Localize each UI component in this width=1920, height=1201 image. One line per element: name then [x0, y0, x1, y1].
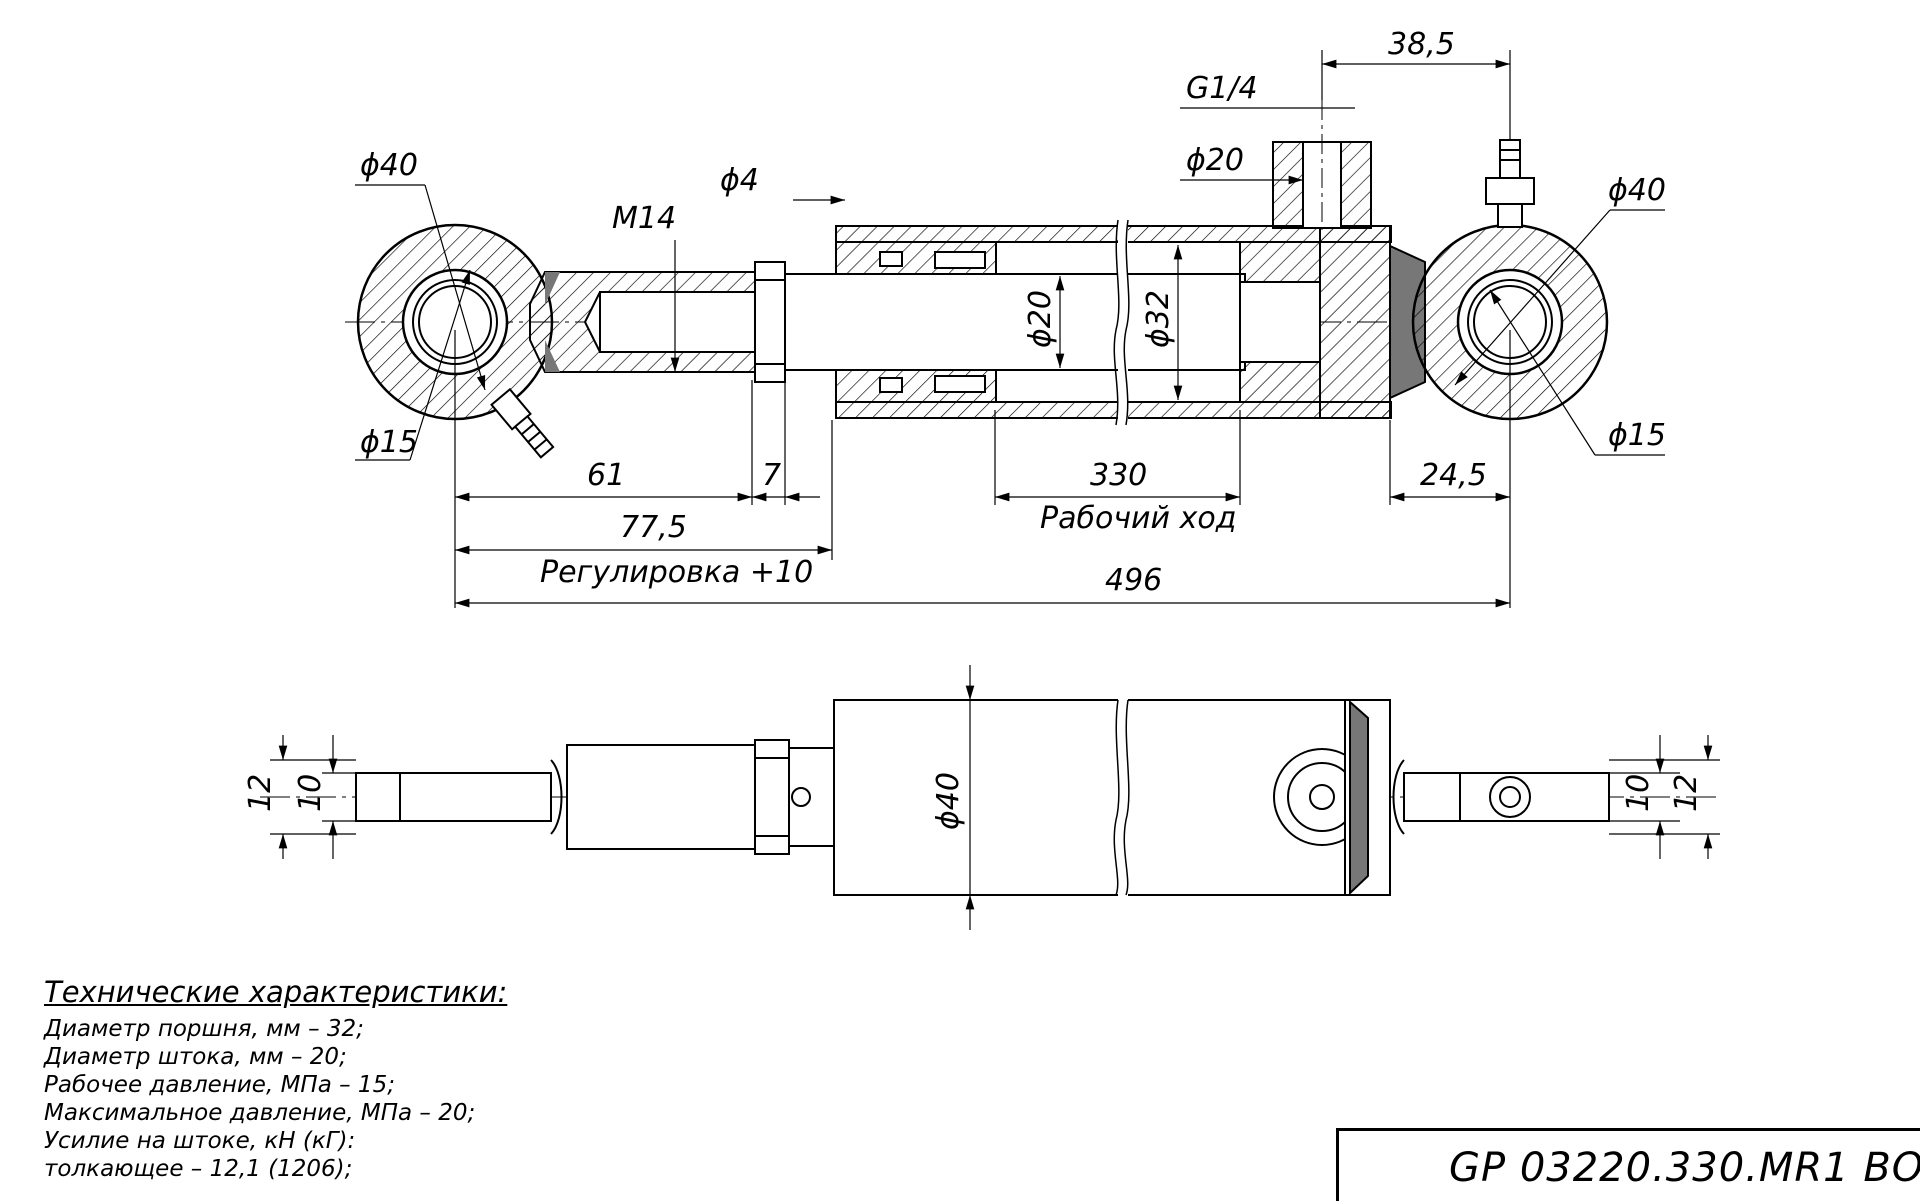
dim-d20-rod: ϕ20 — [1023, 290, 1058, 348]
dim-38-5: 38,5 — [1388, 27, 1455, 62]
section-view — [345, 100, 1609, 459]
dim-496: 496 — [1105, 563, 1162, 598]
lock-nut — [754, 261, 786, 383]
dim-g14: G1/4 — [1186, 71, 1258, 106]
dim-61: 61 — [587, 458, 625, 493]
dimension-lines-bottom — [270, 665, 1720, 930]
dim-d15-left: ϕ15 — [360, 425, 418, 460]
cylinder-barrel — [835, 220, 1392, 425]
spec-line: Рабочее давление, МПа – 15; — [44, 1072, 395, 1098]
plan-barrel — [833, 699, 1391, 896]
spec-line: Диаметр штока, мм – 20; — [44, 1044, 347, 1070]
spec-line: толкающее – 12,1 (1206); — [44, 1156, 353, 1182]
dimension-texts-bottom: 12 10 10 12 ϕ40 — [243, 772, 1704, 830]
dim-d20-port: ϕ20 — [1186, 143, 1244, 178]
dim-77-5: 77,5 — [620, 510, 687, 545]
dimension-lines-top — [355, 50, 1665, 608]
dim-24-5: 24,5 — [1420, 458, 1487, 493]
rod-end-housing — [529, 271, 758, 373]
label-adjustment: Регулировка +10 — [540, 555, 813, 590]
hydraulic-port — [1272, 100, 1372, 230]
spec-line: Диаметр поршня, мм – 32; — [44, 1016, 364, 1042]
dim-d15-right: ϕ15 — [1608, 418, 1666, 453]
dim-w12-right: 12 — [1669, 774, 1704, 812]
dim-d32-bore: ϕ32 — [1141, 290, 1176, 348]
dim-330: 330 — [1090, 458, 1147, 493]
dim-m14: M14 — [612, 201, 676, 236]
spec-line: Усилие на штоке, кН (кГ): — [44, 1128, 356, 1154]
dimension-texts-top: ϕ40 ϕ15 M14 ϕ4 G1/4 ϕ20 38,5 ϕ40 ϕ15 ϕ20… — [360, 27, 1666, 598]
dim-d40-body: ϕ40 — [931, 772, 966, 830]
specs-title: Технические характеристики: — [44, 975, 508, 1009]
dim-w10-right: 10 — [1621, 774, 1656, 812]
grease-nipple-right — [1485, 139, 1535, 228]
dim-w12-left: 12 — [243, 774, 278, 812]
piston-rod — [784, 273, 1246, 371]
dim-7: 7 — [762, 458, 781, 493]
right-clevis-eye — [1389, 223, 1609, 421]
label-working-stroke: Рабочий ход — [1040, 501, 1236, 536]
grease-nipple-left — [490, 387, 555, 459]
dim-d4: ϕ4 — [720, 163, 759, 198]
title-block: GP 03220.330.MR1 BO — [1336, 1128, 1920, 1201]
technical-specs: Технические характеристики: Диаметр порш… — [44, 975, 507, 1183]
dim-d40-left: ϕ40 — [360, 148, 418, 183]
left-eye-plate — [355, 772, 552, 822]
spec-line: Максимальное давление, МПа – 20; — [44, 1100, 476, 1126]
part-designation: GP 03220.330.MR1 BO — [1449, 1145, 1920, 1191]
dim-d40-right: ϕ40 — [1608, 173, 1666, 208]
plan-view — [260, 694, 1720, 901]
dim-w10-left: 10 — [293, 774, 328, 812]
